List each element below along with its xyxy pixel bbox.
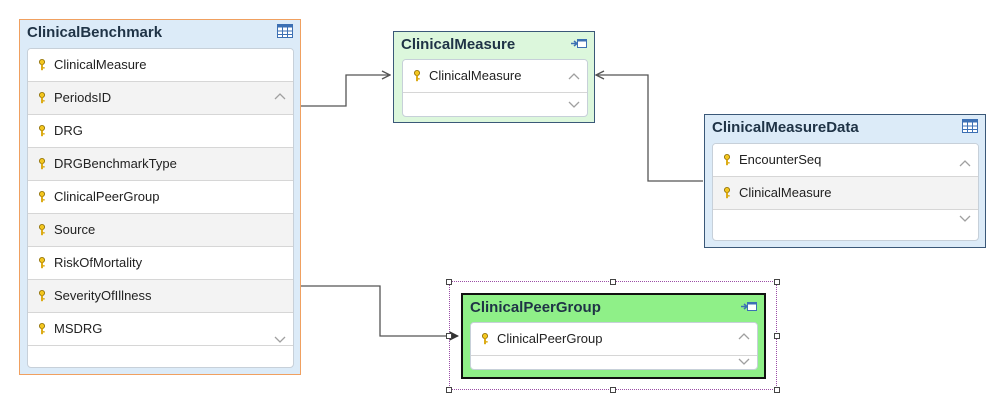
- entity-clinical-measure[interactable]: ClinicalMeasure ClinicalMeasure: [393, 31, 595, 123]
- table-icon: [962, 119, 978, 133]
- key-icon: [39, 224, 45, 236]
- entity-title: ClinicalPeerGroup: [470, 299, 601, 316]
- field-name: ClinicalMeasure: [429, 68, 522, 83]
- field-row[interactable]: PeriodsID: [28, 82, 293, 115]
- key-icon: [414, 70, 420, 82]
- entity-header: ClinicalPeerGroup: [463, 295, 764, 321]
- field-name: RiskOfMortality: [54, 255, 143, 270]
- entity-clinical-peer-group[interactable]: ClinicalPeerGroup ClinicalPeerGroup: [461, 293, 766, 379]
- field-row[interactable]: ClinicalPeerGroup: [471, 323, 757, 356]
- field-name: ClinicalMeasure: [739, 185, 832, 200]
- connector-measuredata-to-measure[interactable]: [596, 75, 703, 182]
- field-name: SeverityOfIllness: [54, 288, 152, 303]
- scroll-up-icon[interactable]: [958, 158, 972, 168]
- key-icon: [39, 92, 45, 104]
- entity-header: ClinicalMeasureData: [705, 115, 985, 141]
- resize-handle-e[interactable]: [774, 333, 780, 339]
- field-name: Source: [54, 222, 96, 237]
- key-icon: [724, 154, 730, 166]
- resize-handle-s[interactable]: [610, 387, 616, 393]
- entity-clinical-benchmark[interactable]: ClinicalBenchmark ClinicalMeasure Period…: [19, 19, 301, 375]
- resize-handle-w[interactable]: [446, 333, 452, 339]
- field-row[interactable]: RiskOfMortality: [28, 247, 293, 280]
- resize-handle-ne[interactable]: [774, 279, 780, 285]
- field-name: ClinicalPeerGroup: [497, 331, 603, 346]
- entity-header: ClinicalBenchmark: [20, 20, 300, 46]
- scroll-down-icon[interactable]: [958, 214, 972, 224]
- field-name: PeriodsID: [54, 90, 112, 105]
- field-row[interactable]: ClinicalMeasure: [28, 49, 293, 82]
- reference-table-icon: [741, 302, 757, 311]
- resize-handle-sw[interactable]: [446, 387, 452, 393]
- field-row[interactable]: ClinicalMeasure: [403, 60, 587, 93]
- field-name: ClinicalPeerGroup: [54, 189, 160, 204]
- scroll-down-icon[interactable]: [737, 357, 751, 367]
- key-icon: [39, 191, 45, 203]
- field-list[interactable]: ClinicalPeerGroup: [470, 322, 758, 370]
- field-row[interactable]: Source: [28, 214, 293, 247]
- scroll-up-icon[interactable]: [567, 71, 581, 81]
- field-row[interactable]: ClinicalMeasure: [713, 177, 978, 210]
- field-row[interactable]: DRG: [28, 115, 293, 148]
- field-list[interactable]: EncounterSeq ClinicalMeasure: [712, 143, 979, 241]
- reference-table-icon: [571, 39, 587, 48]
- field-row[interactable]: ClinicalPeerGroup: [28, 181, 293, 214]
- key-icon: [39, 59, 45, 71]
- key-icon: [724, 187, 730, 199]
- key-icon: [39, 125, 45, 137]
- key-icon: [39, 257, 45, 269]
- field-name: ClinicalMeasure: [54, 57, 147, 72]
- entity-title: ClinicalMeasureData: [712, 119, 859, 136]
- connector-benchmark-to-peergroup[interactable]: [301, 285, 458, 336]
- key-icon: [39, 158, 45, 170]
- field-name: DRGBenchmarkType: [54, 156, 177, 171]
- key-icon: [482, 333, 488, 345]
- entity-header: ClinicalMeasure: [394, 32, 594, 58]
- field-list[interactable]: ClinicalMeasure: [402, 59, 588, 117]
- key-icon: [39, 290, 45, 302]
- field-row[interactable]: EncounterSeq: [713, 144, 978, 177]
- scroll-up-icon[interactable]: [737, 331, 751, 341]
- field-row[interactable]: DRGBenchmarkType: [28, 148, 293, 181]
- field-row[interactable]: SeverityOfIllness: [28, 280, 293, 313]
- table-icon: [277, 24, 293, 38]
- key-icon: [39, 323, 45, 335]
- entity-title: ClinicalBenchmark: [27, 24, 163, 41]
- scroll-down-icon[interactable]: [273, 335, 287, 345]
- resize-handle-se[interactable]: [774, 387, 780, 393]
- field-name: DRG: [54, 123, 83, 138]
- scroll-down-icon[interactable]: [567, 100, 581, 110]
- field-row[interactable]: MSDRG: [28, 313, 293, 346]
- scroll-up-icon[interactable]: [273, 91, 287, 101]
- resize-handle-nw[interactable]: [446, 279, 452, 285]
- field-name: MSDRG: [54, 321, 103, 336]
- field-list[interactable]: ClinicalMeasure PeriodsID DRG DRGBenchma…: [27, 48, 294, 368]
- entity-title: ClinicalMeasure: [401, 36, 516, 53]
- entity-clinical-measure-data[interactable]: ClinicalMeasureData EncounterSeq Clinica…: [704, 114, 986, 248]
- field-name: EncounterSeq: [739, 152, 822, 167]
- connector-benchmark-to-measure[interactable]: [301, 75, 390, 107]
- resize-handle-n[interactable]: [610, 279, 616, 285]
